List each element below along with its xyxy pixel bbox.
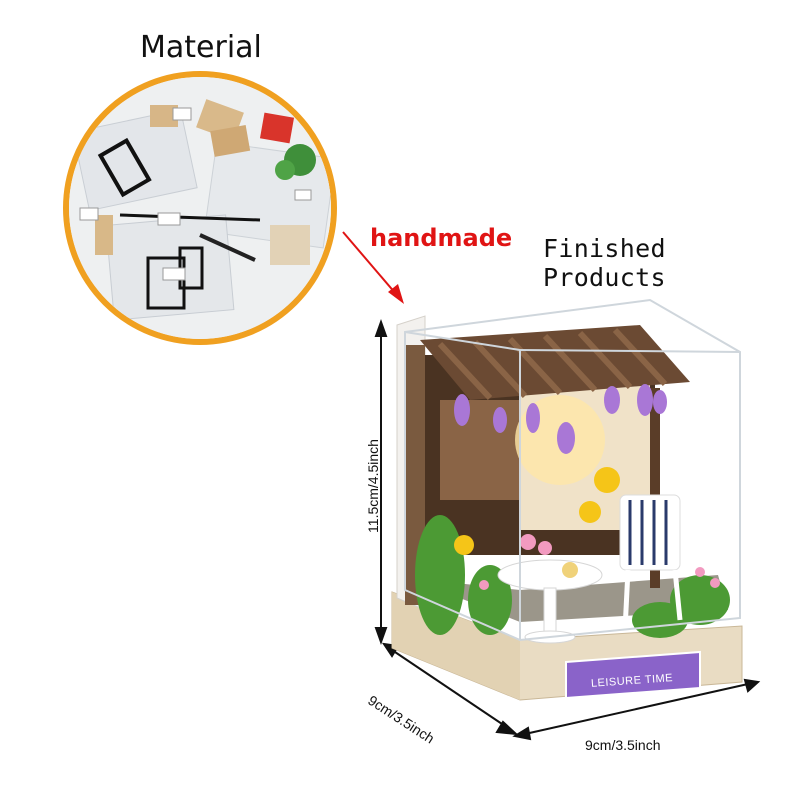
table [497,559,603,644]
width-dimension: 9cm/3.5inch [585,737,661,753]
dimension-lines [374,319,761,741]
finished-products-label: Finished Products [543,234,666,292]
material-label: Material [140,30,262,65]
height-dimension: 11.5cm/4.5inch [365,439,381,533]
material-photo [63,71,337,345]
arrow-icon [342,231,404,304]
chair [619,494,683,631]
handmade-label: handmade [370,224,513,252]
dollhouse-product [391,298,743,701]
